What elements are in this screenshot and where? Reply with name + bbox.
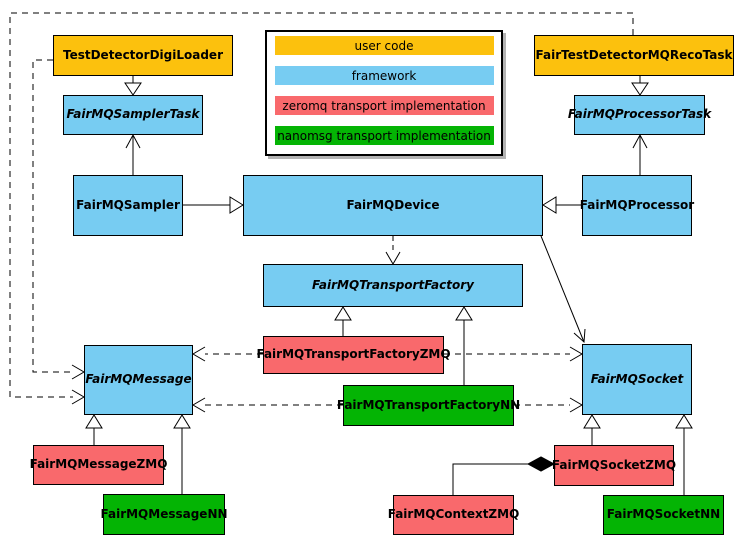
node-fairmqcontextzmq: FairMQContextZMQ <box>388 495 519 535</box>
legend-item-framework: framework <box>274 66 494 85</box>
edge-digiloader-samplertask-inheritance <box>124 76 142 96</box>
edge-processor-device-inheritance <box>542 196 582 214</box>
edge-messagenn-message-inheritance <box>173 414 191 494</box>
edge-socketnn-socket-inheritance <box>675 414 693 495</box>
edge-device-transportfactory-dependency <box>385 236 401 265</box>
legend-item-zeromq: zeromq transport implementation <box>274 96 494 115</box>
legend: user code framework zeromq transport imp… <box>265 30 503 156</box>
legend-item-nanomsg: nanomsg transport implementation <box>274 126 494 145</box>
node-fairmqsocket: FairMQSocket <box>582 344 692 415</box>
edge-socketzmq-socket-inheritance <box>583 414 601 445</box>
edge-tfnn-socket-dependency <box>514 397 583 413</box>
edge-device-socket-association <box>540 235 586 344</box>
node-fairmqsamplertask: FairMQSamplerTask <box>63 95 203 135</box>
node-fairmqtransportfactory: FairMQTransportFactory <box>263 264 523 307</box>
node-testdetectordigiloader: TestDetectorDigiLoader <box>53 35 233 76</box>
edge-sampler-samplertask-association <box>125 133 141 175</box>
edge-socketzmq-contextzmq-composition <box>452 456 556 495</box>
edge-tfzmq-socket-dependency <box>444 346 583 362</box>
node-fairmqsocketzmq: FairMQSocketZMQ <box>552 445 676 486</box>
edge-messagezmq-message-inheritance <box>85 414 103 445</box>
node-fairmqsocketnn: FairMQSocketNN <box>603 495 724 535</box>
edge-tfnn-message-dependency <box>192 397 343 413</box>
node-fairmqmessagezmq: FairMQMessageZMQ <box>30 445 167 485</box>
edge-tfzmq-message-dependency <box>192 346 263 362</box>
node-fairmqmessagenn: FairMQMessageNN <box>100 494 228 535</box>
node-fairmqmessage: FairMQMessage <box>84 345 193 415</box>
node-fairtestdetectormqrecotask: FairTestDetectorMQRecoTask <box>534 35 734 76</box>
node-fairmqprocessortask: FairMQProcessorTask <box>568 95 711 135</box>
edge-tfzmq-transportfactory-inheritance <box>334 306 352 336</box>
legend-item-user-code: user code <box>274 36 494 55</box>
node-fairmqsampler: FairMQSampler <box>73 175 183 236</box>
node-fairmqtransportfactoryzmq: FairMQTransportFactoryZMQ <box>256 336 451 374</box>
edge-sampler-device-inheritance <box>183 196 244 214</box>
node-fairmqdevice: FairMQDevice <box>243 175 543 236</box>
edge-recotask-processortask-inheritance <box>631 76 649 96</box>
node-fairmqprocessor: FairMQProcessor <box>580 175 694 236</box>
node-fairmqtransportfactorynn: FairMQTransportFactoryNN <box>337 385 520 426</box>
edge-processor-processortask-association <box>632 133 648 175</box>
edge-tfnn-transportfactory-inheritance <box>455 306 473 385</box>
